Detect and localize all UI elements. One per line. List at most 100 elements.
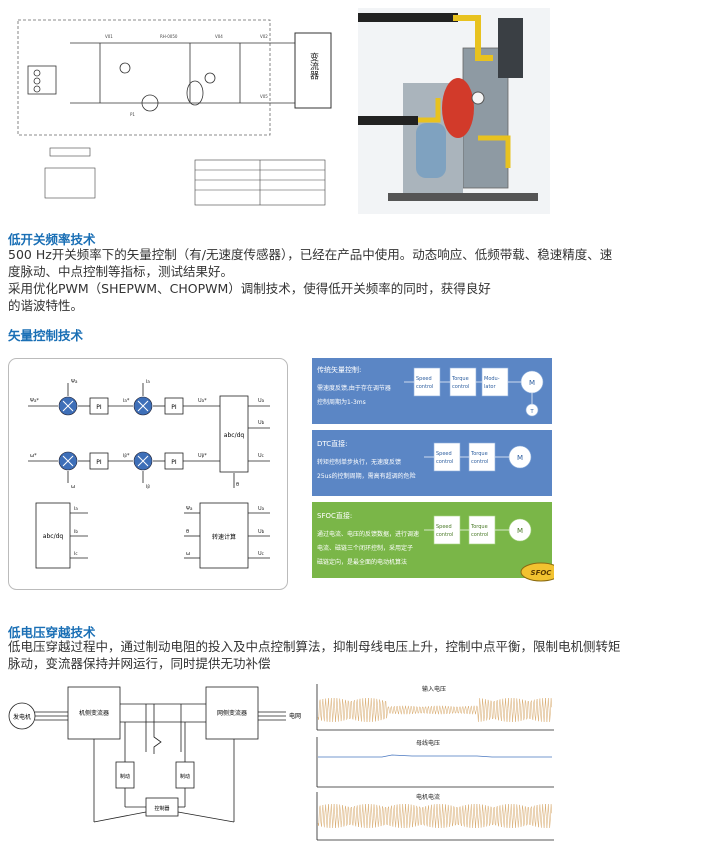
svg-text:Uβ*: Uβ*	[198, 453, 207, 459]
svg-text:θ: θ	[236, 482, 239, 488]
grid-converter-label: 网侧变流器	[217, 709, 247, 717]
svg-text:Ua: Ua	[258, 398, 265, 404]
panel3-desc1: 通过电流、电压的反馈数据，进行调速	[317, 530, 419, 538]
pi-block-1: PI	[96, 404, 102, 411]
svg-text:control: control	[452, 384, 469, 390]
panel-traditional-vector: 传统矢量控制: 需速度反馈,由于存在调节器 控制周期为1-3ms Speed co…	[312, 358, 552, 424]
svg-text:V02: V02	[260, 34, 268, 39]
svg-text:control: control	[436, 532, 453, 538]
sec1-paragraph-1: 500 Hz开关频率下的矢量控制（有/无速度传感器），已经在产品中使用。动态响应…	[8, 246, 698, 314]
panel1-desc2: 控制周期为1-3ms	[317, 398, 366, 406]
converter-label: 变流器	[308, 51, 319, 79]
bus-voltage-label: 母线电压	[416, 739, 440, 747]
svg-text:V01: V01	[105, 34, 113, 39]
svg-text:ω: ω	[186, 551, 190, 557]
svg-text:RH-0050: RH-0050	[160, 34, 178, 39]
svg-text:Ψa: Ψa	[186, 506, 193, 512]
svg-text:Ub: Ub	[258, 420, 265, 426]
equipment-photo	[358, 8, 550, 214]
svg-text:Speed: Speed	[436, 524, 452, 530]
panel2-motor: M	[517, 454, 523, 462]
pi-block-2: PI	[171, 404, 177, 411]
svg-text:ia: ia	[146, 379, 150, 385]
sec1-p2-line1: 采用优化PWM（SHEPWM、CHOPWM）调制技术，使得低开关频率的同时，获得…	[8, 281, 491, 296]
svg-text:ia*: ia*	[123, 398, 130, 404]
svg-text:Ub: Ub	[258, 529, 265, 535]
panel3-desc2: 电流、磁链三个闭环控制，采用定子	[317, 544, 413, 552]
svg-text:iβ: iβ	[146, 484, 150, 490]
svg-text:Ψa: Ψa	[71, 379, 78, 385]
motor-current-label: 电机电流	[416, 793, 440, 801]
panel1-title: 传统矢量控制:	[317, 365, 361, 374]
svg-text:V04: V04	[215, 34, 223, 39]
svg-text:Speed: Speed	[436, 451, 452, 457]
svg-text:P1: P1	[130, 112, 135, 117]
abc-dq-block-2: abc/dq	[43, 533, 64, 540]
pi-block-3: PI	[96, 459, 102, 466]
section-title-low-switching: 低开关频率技术	[8, 232, 96, 247]
svg-text:Ua*: Ua*	[198, 398, 207, 404]
svg-text:θ: θ	[186, 529, 189, 535]
svg-text:Torque: Torque	[470, 524, 488, 530]
lvrt-waveforms: 输入电压 母线电压 电机电流	[316, 684, 554, 841]
abc-dq-block-1: abc/dq	[224, 432, 245, 439]
svg-text:Torque: Torque	[470, 451, 488, 457]
panel1-desc1: 需速度反馈,由于存在调节器	[317, 384, 391, 392]
sec1-p2-line2: 的谐波特性。	[8, 298, 84, 313]
svg-text:control: control	[436, 459, 453, 465]
svg-text:Speed: Speed	[416, 376, 432, 382]
bus-voltage-wave	[318, 754, 552, 758]
sec1-p1-line1: 500 Hz开关频率下的矢量控制（有/无速度传感器），已经在产品中使用。动态响应…	[8, 247, 613, 262]
grid-label: 电网	[289, 712, 301, 720]
svg-text:ic: ic	[74, 551, 78, 557]
brake-left-label: 制动	[120, 773, 130, 780]
motor-current-wave	[317, 803, 553, 829]
svg-text:Uc: Uc	[258, 551, 264, 557]
input-voltage-label: 输入电压	[422, 685, 446, 693]
speed-calc-block: 转速计算	[212, 533, 236, 541]
panel2-title: DTC直接:	[317, 439, 348, 448]
svg-text:Modu-: Modu-	[484, 376, 500, 382]
sec3-line1: 低电压穿越过程中，通过制动电阻的投入及中点控制算法，抑制母线电压上升，控制中点平…	[8, 639, 621, 654]
svg-text:V05: V05	[260, 94, 268, 99]
svg-text:ω: ω	[71, 484, 75, 490]
pi-block-4: PI	[171, 459, 177, 466]
input-voltage-wave	[317, 697, 553, 723]
lvrt-topology-diagram: 发电机 机侧变流器 网侧变流器 电网 制动 制动 控制器	[8, 686, 301, 823]
brake-right-label: 制动	[180, 773, 190, 780]
panel2-desc1: 转矩控制单步执行，无速度反馈	[317, 458, 401, 466]
sec1-p1-line2: 度脉动、中点控制等指标，测试结果好。	[8, 264, 234, 279]
svg-text:lator: lator	[484, 384, 496, 390]
control-scheme-panels: 传统矢量控制: 需速度反馈,由于存在调节器 控制周期为1-3ms Speed co…	[312, 358, 554, 582]
svg-text:iβ*: iβ*	[123, 453, 130, 459]
svg-text:control: control	[471, 532, 488, 538]
svg-text:Ua: Ua	[258, 506, 265, 512]
svg-text:ib: ib	[74, 529, 78, 535]
machine-converter-label: 机侧变流器	[79, 709, 109, 717]
svg-text:control: control	[471, 459, 488, 465]
sfoc-badge	[520, 562, 554, 582]
svg-text:Uc: Uc	[258, 453, 264, 459]
svg-text:Ψa*: Ψa*	[30, 398, 39, 404]
svg-text:Torque: Torque	[451, 376, 469, 382]
panel1-motor: M	[529, 379, 535, 387]
panel-sfoc: SFOC直接: 通过电流、电压的反馈数据，进行调速 电流、磁链三个闭环控制，采用…	[312, 502, 554, 582]
panel2-desc2: 25us的控制周期，需高有超调的危险	[317, 472, 416, 480]
section-title-vector-control: 矢量控制技术	[8, 328, 84, 343]
panel1-tacho: T	[529, 409, 534, 415]
vector-control-block-diagram: PI PI PI PI abc/dq abc/dq 转速计算 Ψa* ω* Ψa i…	[8, 358, 288, 590]
panel3-motor: M	[517, 527, 523, 535]
panel3-title: SFOC直接:	[317, 511, 352, 520]
sec3-line2: 脉动，变流器保持并网运行，同时提供无功补偿	[8, 656, 271, 671]
controller-label: 控制器	[154, 805, 169, 812]
svg-text:ω*: ω*	[30, 453, 37, 459]
panel3-desc3: 磁链定向，是最全面的电动机算法	[317, 558, 407, 566]
section-title-lvrt: 低电压穿越技术	[8, 625, 96, 640]
sfoc-badge-label: SFOC	[531, 569, 553, 577]
generator-label: 发电机	[13, 713, 31, 721]
panel-dtc: DTC直接: 转矩控制单步执行，无速度反馈 25us的控制周期，需高有超调的危险…	[312, 430, 552, 496]
sec3-paragraph: 低电压穿越过程中，通过制动电阻的投入及中点控制算法，抑制母线电压上升，控制中点平…	[8, 638, 698, 672]
svg-text:control: control	[416, 384, 433, 390]
svg-text:ia: ia	[74, 506, 78, 512]
